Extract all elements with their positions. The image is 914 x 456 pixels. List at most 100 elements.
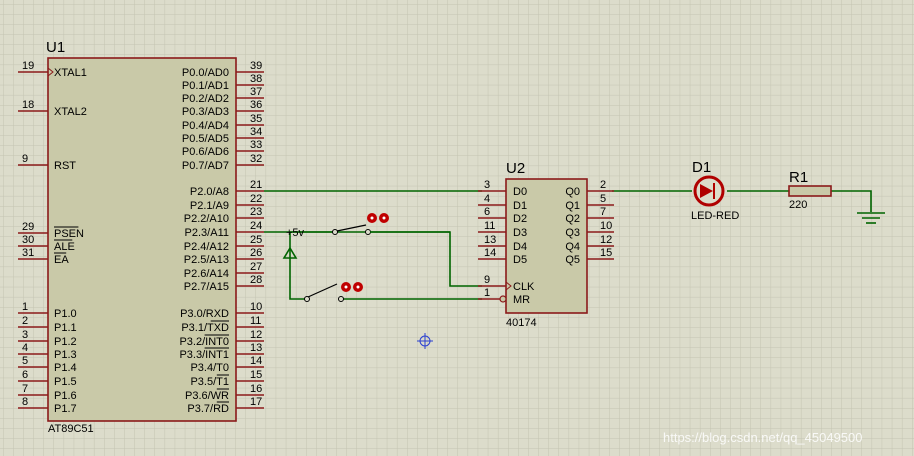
u2-pin-5[interactable]: 5Q1 <box>565 193 614 212</box>
u1-pin-4[interactable]: 4P1.3 <box>18 342 77 361</box>
switch-upper[interactable] <box>332 213 451 235</box>
pin-number: 16 <box>250 383 262 395</box>
pin-number: 29 <box>22 221 34 233</box>
pin-number: 37 <box>250 86 262 98</box>
pin-name: D3 <box>513 227 527 239</box>
power-label: +5v <box>286 227 305 239</box>
switch-lower-contact-right <box>338 296 344 302</box>
pin-name: XTAL2 <box>54 106 87 118</box>
pin-name: P1.7 <box>54 403 77 415</box>
watermark: https://blog.csdn.net/qq_45049500 <box>663 430 863 445</box>
pin-number: 6 <box>484 206 490 218</box>
u2-part: 40174 <box>506 317 537 329</box>
pin-number: 23 <box>250 206 262 218</box>
pin-name: P0.2/AD2 <box>182 93 229 105</box>
pin-number: 5 <box>22 355 28 367</box>
u2-pin-2[interactable]: 2Q0 <box>565 179 614 198</box>
pin-number: 34 <box>250 126 262 138</box>
u1-pin-5[interactable]: 5P1.4 <box>18 355 77 374</box>
pin-name: P2.3/A11 <box>185 227 229 239</box>
power-terminal[interactable]: +5v <box>282 227 305 259</box>
switch-lower[interactable] <box>304 282 364 302</box>
ground-icon <box>857 212 885 224</box>
pin-number: 2 <box>22 315 28 327</box>
pin-number: 22 <box>250 193 262 205</box>
pin-number: 7 <box>600 206 606 218</box>
u1-pin-6[interactable]: 6P1.5 <box>18 369 77 388</box>
u1-pin-3[interactable]: 3P1.2 <box>18 329 77 348</box>
pin-number: 5 <box>600 193 606 205</box>
pin-number: 24 <box>250 220 262 232</box>
u1-body[interactable] <box>47 57 237 422</box>
pin-name: P3.7/RD <box>187 403 229 415</box>
pin-number: 7 <box>22 383 28 395</box>
pin-name: P2.1/A9 <box>190 200 229 212</box>
cursor-crosshair-icon <box>417 333 433 349</box>
pin-name: ALE <box>54 241 75 253</box>
u1-pin-7[interactable]: 7P1.6 <box>18 383 77 402</box>
pin-name: P0.5/AD5 <box>182 133 229 145</box>
u1-pin-1[interactable]: 1P1.0 <box>18 301 77 320</box>
pin-number: 11 <box>250 315 261 327</box>
led-d1[interactable] <box>693 175 725 207</box>
u1-pin-8[interactable]: 8P1.7 <box>18 396 77 415</box>
u1-pin-2[interactable]: 2P1.1 <box>18 315 77 334</box>
pin-name: Q2 <box>565 213 580 225</box>
pin-name: Q4 <box>565 241 580 253</box>
pin-name: P3.3/INT1 <box>179 349 229 361</box>
u2-pin-4[interactable]: 4D1 <box>478 193 527 212</box>
u2-pin-1[interactable]: 1MR <box>478 287 530 306</box>
pin-name: P3.6/WR <box>185 390 229 402</box>
pin-number: 26 <box>250 247 262 259</box>
u2-pin-3[interactable]: 3D0 <box>478 179 527 198</box>
u2-pin-7[interactable]: 7Q2 <box>565 206 614 225</box>
switch-upper-lever <box>336 224 367 232</box>
u2-pin-6[interactable]: 6D2 <box>478 206 527 225</box>
pin-number: 21 <box>250 179 262 191</box>
pin-number: 14 <box>250 355 262 367</box>
resistor-r1[interactable] <box>788 185 832 197</box>
pin-number: 4 <box>484 193 490 205</box>
pin-number: 1 <box>22 301 28 313</box>
pin-number: 18 <box>22 99 34 111</box>
